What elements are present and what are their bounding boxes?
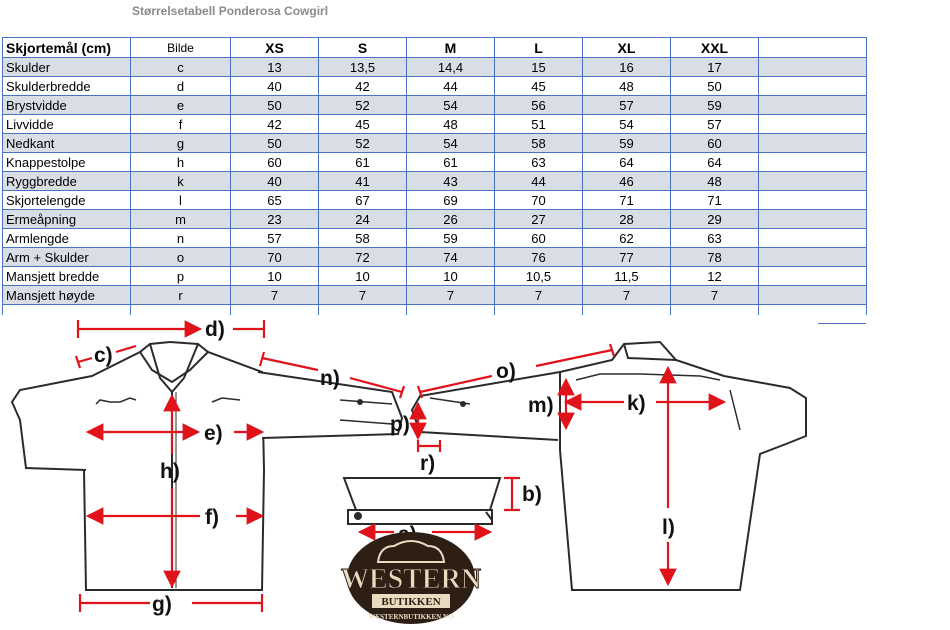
- front-shirt-drawing: [10, 340, 404, 591]
- label-g: g): [152, 593, 172, 616]
- row-value: 76: [494, 247, 583, 267]
- measurement-labels: d) c) e) h) f) g) n) p) r) o) m) k) l) a…: [94, 318, 675, 616]
- row-measure-name: Skulderbredde: [2, 76, 131, 96]
- row-value: 48: [406, 114, 495, 134]
- label-d: d): [205, 318, 225, 341]
- row-value: 42: [318, 76, 407, 96]
- row-value: 58: [494, 133, 583, 153]
- row-value: 70: [230, 247, 319, 267]
- row-value: 26: [406, 209, 495, 229]
- size-table: Skjortemål (cm) Bilde XS S M L XL XXL Sk…: [2, 37, 867, 315]
- row-measure-name: Knappestolpe: [2, 152, 131, 172]
- label-f: f): [205, 506, 219, 529]
- header-picture: Bilde: [130, 37, 231, 58]
- table-header-row: Skjortemål (cm) Bilde XS S M L XL XXL: [2, 37, 867, 58]
- row-picture-letter: o: [130, 247, 231, 267]
- row-value: 48: [670, 171, 759, 191]
- row-measure-name: Ermeåpning: [2, 209, 131, 229]
- row-measure-name: Brystvidde: [2, 95, 131, 115]
- row-value: 14,4: [406, 57, 495, 77]
- row-measure-name: Mansjett bredde: [2, 266, 131, 286]
- row-measure-name: Nedkant: [2, 133, 131, 153]
- row-value: 52: [318, 133, 407, 153]
- measurement-arrows: [74, 320, 727, 612]
- row-value: 28: [582, 209, 671, 229]
- row-value: 42: [230, 114, 319, 134]
- row-value: 50: [230, 133, 319, 153]
- row-value: 7: [670, 285, 759, 305]
- western-butikken-logo: WESTERN BUTIKKEN WESTERNBUTIKKEN.NO: [340, 532, 482, 624]
- row-value: 13,5: [318, 57, 407, 77]
- row-picture-letter: m: [130, 209, 231, 229]
- row-value: [758, 95, 867, 115]
- row-picture-letter: e: [130, 95, 231, 115]
- row-value: 7: [582, 285, 671, 305]
- row-value: 63: [494, 152, 583, 172]
- row-value: 7: [494, 285, 583, 305]
- label-b: b): [522, 483, 542, 506]
- row-picture-letter: g: [130, 133, 231, 153]
- row-value: 13: [230, 57, 319, 77]
- row-value: 59: [406, 228, 495, 248]
- row-value: 60: [230, 152, 319, 172]
- row-value: 7: [406, 285, 495, 305]
- back-shirt-drawing: [410, 340, 807, 591]
- row-value: 74: [406, 247, 495, 267]
- row-value: 40: [230, 76, 319, 96]
- document-title: Størrelsetabell Ponderosa Cowgirl: [132, 4, 329, 18]
- header-measure: Skjortemål (cm): [2, 37, 131, 58]
- row-value: 23: [230, 209, 319, 229]
- row-value: [758, 171, 867, 191]
- row-value: [758, 247, 867, 267]
- label-e: e): [204, 422, 223, 445]
- row-value: 54: [582, 114, 671, 134]
- row-value: 24: [318, 209, 407, 229]
- label-r: r): [420, 452, 435, 475]
- logo-word: WESTERN: [341, 564, 481, 595]
- row-value: 56: [494, 95, 583, 115]
- label-l: l): [662, 516, 675, 539]
- row-value: 72: [318, 247, 407, 267]
- row-value: 64: [670, 152, 759, 172]
- row-value: 15: [494, 57, 583, 77]
- label-h: h): [160, 460, 180, 483]
- label-n: n): [320, 367, 340, 390]
- row-value: 7: [318, 285, 407, 305]
- row-measure-name: Skulder: [2, 57, 131, 77]
- row-value: 60: [670, 133, 759, 153]
- empty-cell: [758, 304, 867, 315]
- cuff-drawing: [342, 477, 502, 525]
- row-value: 59: [582, 133, 671, 153]
- row-value: [758, 285, 867, 305]
- row-value: 54: [406, 95, 495, 115]
- logo-url: WESTERNBUTIKKEN.NO: [369, 613, 455, 621]
- label-o: o): [496, 360, 516, 383]
- row-value: 52: [318, 95, 407, 115]
- label-p: p): [390, 413, 410, 436]
- table-trailing-row: [2, 304, 867, 315]
- label-c: c): [94, 344, 113, 367]
- label-k: k): [627, 392, 646, 415]
- row-value: 44: [406, 76, 495, 96]
- row-measure-name: Mansjett høyde: [2, 285, 131, 305]
- row-value: 50: [230, 95, 319, 115]
- label-m: m): [528, 394, 554, 417]
- logo-banner: BUTIKKEN: [381, 596, 440, 608]
- row-value: 10,5: [494, 266, 583, 286]
- table-trailing-line: [818, 323, 866, 324]
